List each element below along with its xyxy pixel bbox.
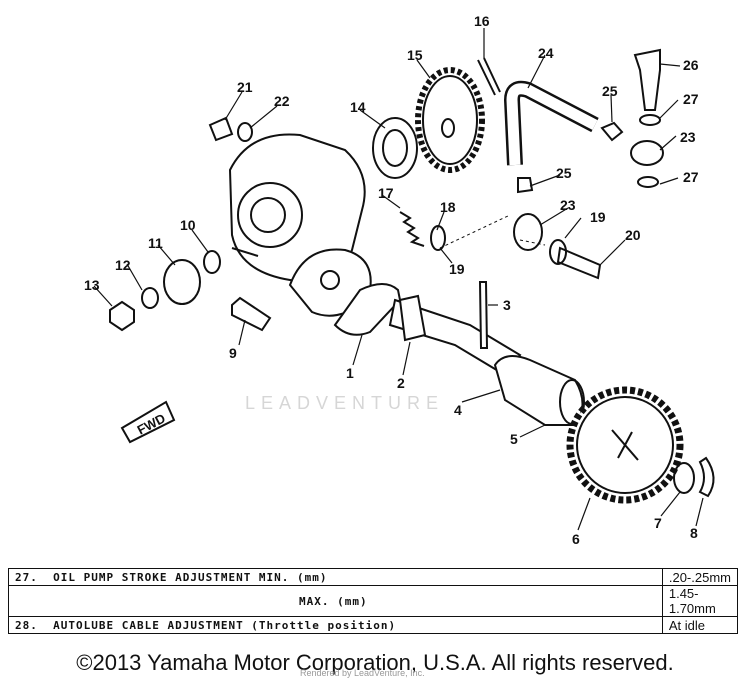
- callout-16: 16: [474, 13, 490, 29]
- spec-row: 28. AUTOLUBE CABLE ADJUSTMENT (Throttle …: [8, 616, 739, 634]
- callout-20: 20: [625, 227, 641, 243]
- watermark-small: Rendered by LeadVenture, Inc.: [300, 668, 425, 678]
- callout-18: 18: [440, 199, 456, 215]
- callout-23b: 23: [680, 129, 696, 145]
- collar: [493, 355, 584, 426]
- fwd-label: FWD: [135, 410, 168, 437]
- fwd-arrow-icon: FWD: [120, 400, 176, 444]
- lock-washer: [141, 287, 159, 309]
- callout-4: 4: [454, 402, 462, 418]
- callout-26: 26: [683, 57, 699, 73]
- callout-19b: 19: [590, 209, 606, 225]
- bearing: [372, 117, 418, 179]
- parts-diagram: 1 2 3 4 5 6 7 8 9 10 11 12 13 14 15 16 1…: [84, 13, 715, 547]
- spec-value: At idle: [661, 616, 739, 634]
- callout-24: 24: [538, 45, 554, 61]
- spec-label: 28. AUTOLUBE CABLE ADJUSTMENT (Throttle …: [8, 616, 663, 634]
- pump-flange: [288, 248, 372, 317]
- spec-value: .20-.25mm: [661, 568, 739, 586]
- spec-row: MAX. (mm) 1.45-1.70mm: [8, 585, 739, 617]
- cotter-pin: [477, 57, 501, 96]
- banjo-bolt: [556, 246, 602, 280]
- callout-19a: 19: [449, 261, 465, 277]
- circlip: [698, 456, 715, 498]
- copyright-text: ©2013 Yamaha Motor Corporation, U.S.A. A…: [76, 650, 674, 675]
- banjo-fitting: [513, 213, 543, 251]
- callout-14: 14: [350, 99, 366, 115]
- callout-1: 1: [346, 365, 354, 381]
- callout-2: 2: [397, 375, 405, 391]
- watermark: LEADVENTURE: [245, 393, 445, 413]
- callout-21: 21: [237, 79, 253, 95]
- callout-23a: 23: [560, 197, 576, 213]
- pin: [478, 281, 489, 349]
- spec-label: MAX. (mm): [8, 585, 663, 617]
- callout-25a: 25: [602, 83, 618, 99]
- callout-11: 11: [148, 235, 163, 251]
- callout-10: 10: [180, 217, 196, 233]
- spec-row: 27. OIL PUMP STROKE ADJUSTMENT MIN. (mm)…: [8, 568, 739, 586]
- gasket: [333, 283, 402, 336]
- spec-value: 1.45-1.70mm: [661, 585, 739, 617]
- callout-17: 17: [378, 185, 394, 201]
- callout-25b: 25: [556, 165, 572, 181]
- spec-label: 27. OIL PUMP STROKE ADJUSTMENT MIN. (mm): [8, 568, 663, 586]
- washer-small: [203, 250, 221, 274]
- bolt: [231, 296, 272, 332]
- spring: [399, 211, 425, 247]
- callout-22: 22: [274, 93, 290, 109]
- callout-13: 13: [84, 277, 100, 293]
- hex-nut: [109, 300, 135, 332]
- spec-table: 27. OIL PUMP STROKE ADJUSTMENT MIN. (mm)…: [8, 568, 739, 634]
- callout-8: 8: [690, 525, 698, 541]
- callout-12: 12: [115, 257, 131, 273]
- callout-27a: 27: [683, 91, 699, 107]
- callout-7: 7: [654, 515, 662, 531]
- callout-5: 5: [510, 431, 518, 447]
- cover-plate: [163, 259, 201, 305]
- callout-15: 15: [407, 47, 423, 63]
- callout-3: 3: [503, 297, 511, 313]
- callout-9: 9: [229, 345, 237, 361]
- callout-27b: 27: [683, 169, 699, 185]
- washer: [673, 462, 695, 494]
- callout-6: 6: [572, 531, 580, 547]
- bleed-bolt: [633, 48, 661, 111]
